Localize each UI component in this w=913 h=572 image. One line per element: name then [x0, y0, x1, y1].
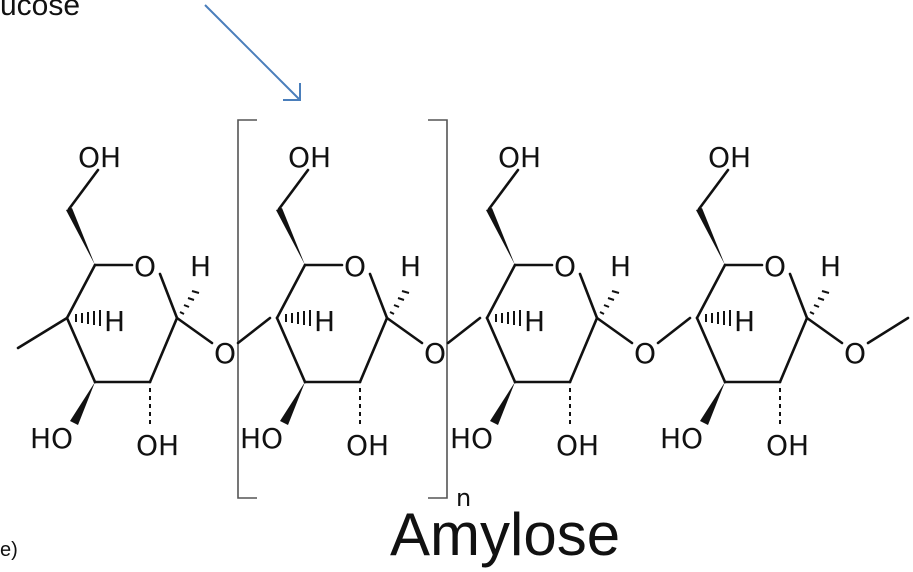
axial-hydrogen: H: [820, 250, 841, 283]
axial-hydrogen: H: [610, 250, 631, 283]
repeat-bracket: n: [237, 119, 471, 512]
hydroxyl-left: HO: [660, 422, 703, 455]
hydroxyl-left: HO: [240, 422, 283, 455]
hydroxyl-right: OH: [136, 429, 179, 462]
bridge-oxygen: O: [214, 337, 236, 370]
glucose-label: ucose: [0, 0, 81, 22]
hydroxyl-right: OH: [556, 429, 599, 462]
hydroxymethyl-oh: OH: [288, 141, 331, 174]
glycosidic-bonds: [175, 316, 910, 345]
ring-oxygen: O: [764, 250, 786, 283]
hydroxyl-right: OH: [346, 429, 389, 462]
hydroxymethyl-oh: OH: [498, 141, 541, 174]
glucose-ring: O OH H H HO OH: [240, 141, 421, 462]
hydroxyl-right: OH: [766, 429, 809, 462]
ring-oxygen: O: [554, 250, 576, 283]
side-note: e): [0, 539, 18, 561]
glucose-ring: O OH H H HO OH: [30, 141, 211, 462]
ring-oxygen: O: [344, 250, 366, 283]
repeat-subscript: n: [456, 484, 471, 512]
bridge-oxygen: O: [844, 337, 866, 370]
ring-hydrogen: H: [524, 305, 545, 338]
pointer-arrow: [204, 4, 301, 101]
glucose-ring: O OH H H HO OH: [450, 141, 631, 462]
axial-hydrogen: H: [190, 250, 211, 283]
hydroxymethyl-oh: OH: [708, 141, 751, 174]
bridge-oxygen: O: [424, 337, 446, 370]
bridge-oxygen: O: [634, 337, 656, 370]
ring-hydrogen: H: [104, 305, 125, 338]
hydroxymethyl-oh: OH: [78, 141, 121, 174]
ring-oxygen: O: [134, 250, 156, 283]
axial-hydrogen: H: [400, 250, 421, 283]
ring-hydrogen: H: [734, 305, 755, 338]
hydroxyl-left: HO: [30, 422, 73, 455]
ring-hydrogen: H: [314, 305, 335, 338]
molecule-name: Amylose: [390, 501, 621, 568]
glucose-ring: O OH H H HO OH: [660, 141, 841, 462]
hydroxyl-left: HO: [450, 422, 493, 455]
